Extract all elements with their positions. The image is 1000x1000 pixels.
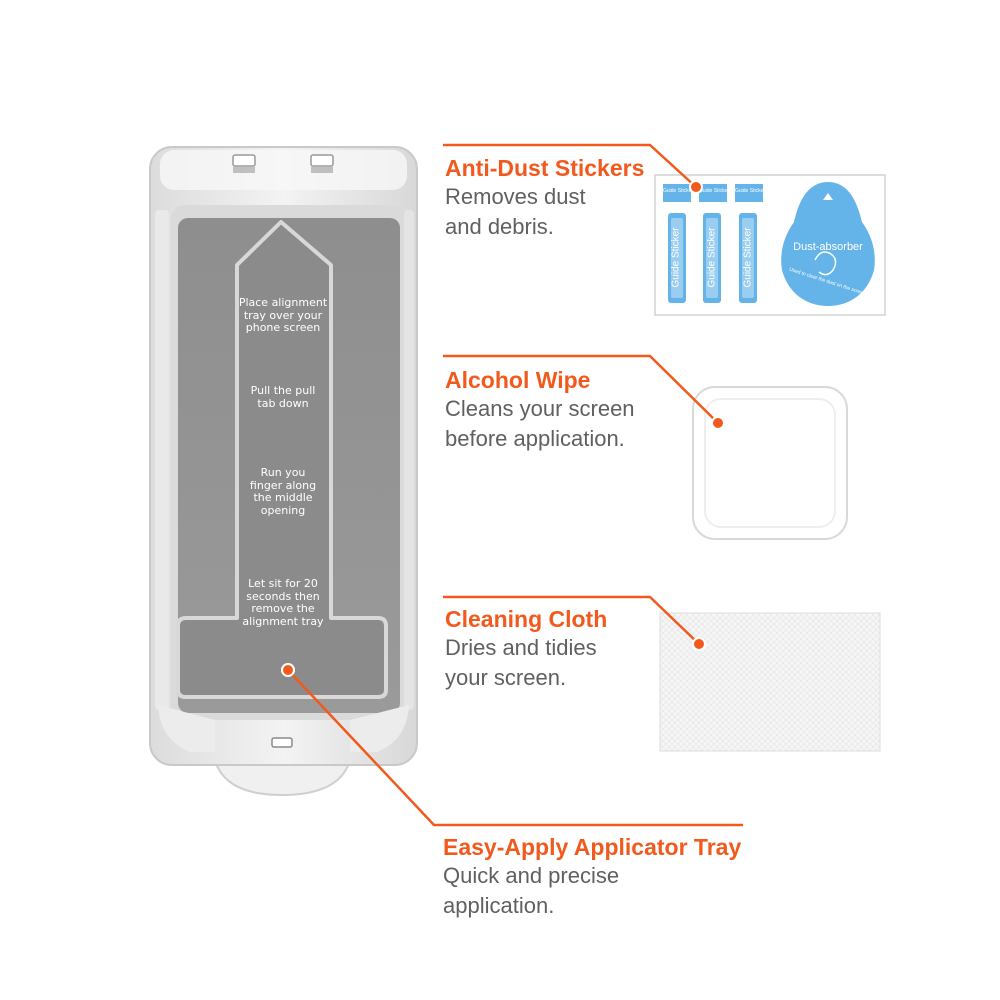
tray-step-2: Pull the pull tab down	[228, 384, 338, 410]
tray-callout-dot	[281, 663, 295, 677]
tray-step-line: Run you	[260, 466, 306, 479]
tray-step-4: Let sit for 20 seconds then remove the a…	[228, 577, 338, 628]
desc-line: application.	[443, 893, 555, 918]
anti-dust-callout: Anti-Dust Stickers Removes dust and debr…	[445, 154, 644, 242]
tray-step-line: the middle	[253, 491, 313, 504]
tray-step-line: remove the	[251, 602, 315, 615]
tray-step-line: alignment tray	[242, 614, 324, 628]
tray-step-3: Run you finger along the middle opening	[228, 466, 338, 517]
guide-sticker-tab-label: Guide Sticker	[735, 188, 763, 194]
anti-dust-desc: Removes dust and debris.	[445, 182, 644, 242]
alcohol-wipe-desc: Cleans your screen before application.	[445, 394, 635, 454]
tray-step-1: Place alignment tray over your phone scr…	[228, 296, 338, 335]
applicator-tray-title: Easy-Apply Applicator Tray	[443, 834, 742, 860]
anti-dust-callout-dot	[689, 180, 703, 194]
tray-step-line: seconds then	[246, 589, 320, 603]
desc-line: Removes dust	[445, 184, 586, 209]
desc-line: your screen.	[445, 665, 567, 690]
cleaning-cloth-callout: Cleaning Cloth Dries and tidies your scr…	[445, 605, 607, 693]
tray-step-line: Place alignment	[238, 296, 328, 309]
applicator-tray-callout: Easy-Apply Applicator Tray Quick and pre…	[443, 833, 741, 921]
tray-callout-line	[287, 669, 743, 827]
tray-step-line: finger along	[249, 478, 317, 492]
tray-step-line: Pull the pull	[250, 384, 316, 397]
alcohol-callout-line	[443, 354, 719, 424]
tray-step-line: Let sit for 20	[248, 577, 318, 590]
alcohol-wipe-callout: Alcohol Wipe Cleans your screen before a…	[445, 366, 635, 454]
desc-line: before application.	[445, 426, 625, 451]
cleaning-cloth-title: Cleaning Cloth	[445, 606, 608, 632]
anti-dust-title: Anti-Dust Stickers	[445, 155, 645, 181]
tray-step-line: phone screen	[245, 321, 321, 334]
tray-step-line: tray over your	[243, 308, 323, 322]
guide-sticker-tab-label: Guide Sticker	[663, 188, 691, 194]
alcohol-wipe-title: Alcohol Wipe	[445, 367, 591, 393]
tray-step-line: tab down	[257, 396, 309, 410]
dust-absorber-label: Dust-absorber	[793, 241, 863, 253]
desc-line: Cleans your screen	[445, 396, 635, 421]
anti-dust-callout-line	[443, 143, 697, 188]
desc-line: and debris.	[445, 214, 554, 239]
tray-step-line: opening	[260, 503, 306, 517]
alcohol-callout-dot	[711, 416, 725, 430]
desc-line: Dries and tidies	[445, 635, 597, 660]
cleaning-cloth-desc: Dries and tidies your screen.	[445, 633, 607, 693]
guide-sticker-tab-label: Guide Sticker	[699, 188, 727, 194]
cloth-callout-line	[443, 595, 700, 645]
desc-line: Quick and precise	[443, 863, 620, 888]
applicator-tray-desc: Quick and precise application.	[443, 861, 741, 921]
cloth-callout-dot	[692, 637, 706, 651]
